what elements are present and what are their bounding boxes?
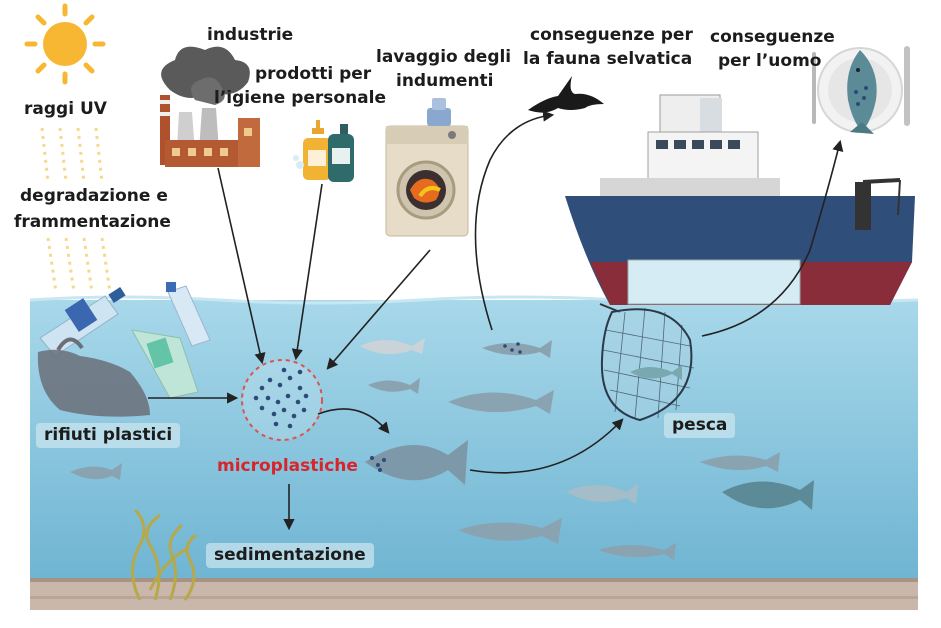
microplastics-label: microplastiche — [217, 456, 358, 476]
sun-icon — [24, 3, 106, 85]
hygiene-label-line2: l’igiene personale — [214, 88, 387, 108]
factory-icon — [160, 46, 260, 167]
sedimentation-label: sedimentazione — [206, 543, 374, 568]
washing-machine-icon — [385, 98, 469, 237]
arrow-wildlife — [474, 110, 555, 331]
fishing-label: pesca — [664, 413, 736, 438]
flow-arrows — [148, 110, 844, 531]
bird-icon — [528, 76, 604, 113]
plastic-bag-icon — [37, 337, 150, 417]
human-label-line1: conseguenze — [710, 27, 835, 47]
arrow-laundry — [326, 249, 431, 370]
industry-label: industrie — [207, 25, 294, 45]
hygiene-label-line1: prodotti per — [255, 64, 372, 84]
degradation-label-line2: frammentazione — [14, 212, 171, 232]
microplastic-dots — [253, 367, 309, 429]
uv-rays — [40, 127, 112, 293]
arrow-to-fish — [317, 408, 390, 434]
arrow-human — [701, 139, 844, 337]
waste-label: rifiuti plastici — [36, 423, 181, 448]
ship-icon — [565, 94, 915, 305]
wildlife-label-line1: conseguenze per — [530, 25, 693, 45]
soap-bottles-icon — [293, 120, 354, 182]
wildlife-label-line2: la fauna selvatica — [523, 49, 693, 69]
laundry-label-line2: indumenti — [396, 71, 494, 91]
fish-plate-icon — [812, 46, 910, 134]
laundry-label-line1: lavaggio degli — [376, 47, 512, 67]
human-label-line2: per l’uomo — [718, 51, 822, 71]
arrow-fishing — [469, 418, 624, 474]
microplastics-cluster — [241, 359, 323, 441]
plastic-bottles-icon — [39, 282, 211, 399]
fishing-net-icon — [599, 303, 695, 422]
degradation-label-line1: degradazione e — [20, 186, 168, 206]
fish-icon — [70, 338, 814, 560]
seaweed-icon — [131, 508, 197, 601]
seabed — [30, 578, 918, 610]
arrow-industry — [217, 167, 266, 365]
uv-label: raggi UV — [24, 99, 107, 119]
arrow-hygiene — [291, 183, 323, 361]
